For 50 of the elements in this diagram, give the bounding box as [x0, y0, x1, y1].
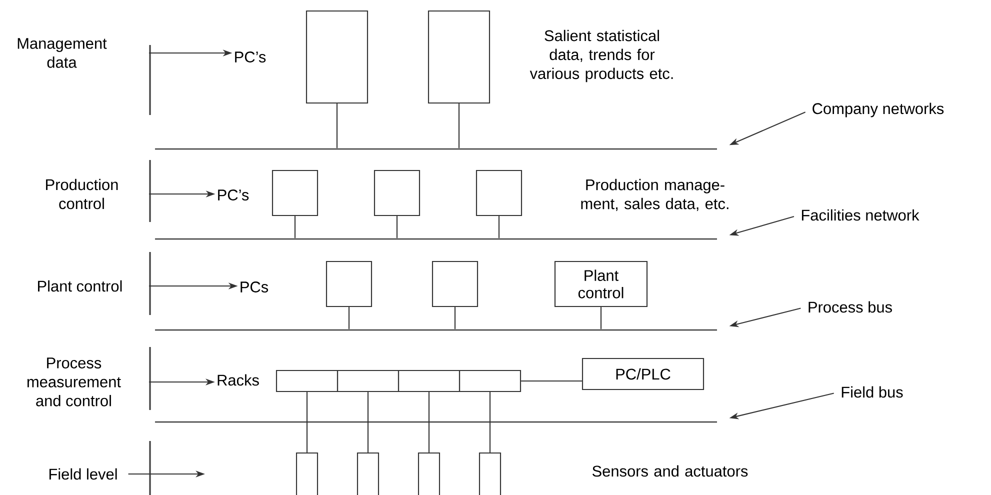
computer-box [476, 170, 522, 216]
computer-box [336, 370, 400, 392]
level-label: Plant control [38, 280, 122, 292]
computer-box [326, 260, 372, 308]
bus-line [155, 329, 717, 331]
text-label: PC’s [235, 52, 266, 62]
note-text: Salient statistical data, trends for various products etc. [530, 30, 673, 82]
note-text: Sensors and actuators [592, 465, 748, 477]
connector-line [396, 216, 398, 238]
connector-line [367, 392, 369, 452]
connector-line [498, 216, 500, 238]
computer-box [428, 10, 490, 104]
computer-box [458, 370, 522, 392]
computer-box [306, 10, 368, 104]
connector-line [294, 216, 296, 238]
connector-line [521, 380, 582, 382]
text-label: PCs [240, 282, 268, 292]
level-label: Production control [46, 178, 118, 210]
connector-line [428, 392, 430, 452]
connector-line [489, 392, 491, 452]
computer-box [276, 370, 338, 392]
device-box: Plant control [554, 260, 648, 308]
text-label: Process bus [808, 301, 892, 313]
computer-box [418, 452, 440, 495]
level-label: Process measurement and control [28, 358, 121, 406]
level-label: Field level [49, 468, 117, 480]
connector-line [336, 104, 338, 148]
connector-line [348, 307, 350, 330]
text-label: Field bus [842, 386, 903, 398]
text-label: PC’s [218, 190, 249, 200]
connector-line [454, 307, 456, 330]
bus-line [155, 148, 717, 150]
computer-box [398, 370, 460, 392]
bus-line [155, 238, 717, 240]
level-label: Management data [18, 38, 107, 68]
device-box: PC/PLC [582, 358, 704, 390]
connector-line [458, 104, 460, 148]
computer-box [432, 260, 478, 308]
computer-box [356, 452, 380, 495]
computer-box [478, 452, 502, 495]
connector-line [600, 307, 602, 330]
connector-line [306, 392, 308, 452]
bus-line [155, 421, 717, 423]
text-label: Racks [218, 374, 259, 386]
computer-box [296, 452, 318, 495]
computer-box [272, 170, 318, 216]
text-label: Company networks [812, 102, 944, 118]
computer-box [374, 170, 420, 216]
text-label: Facilities network [802, 209, 920, 221]
note-text: Production manage-ment, sales data, etc. [581, 178, 728, 212]
